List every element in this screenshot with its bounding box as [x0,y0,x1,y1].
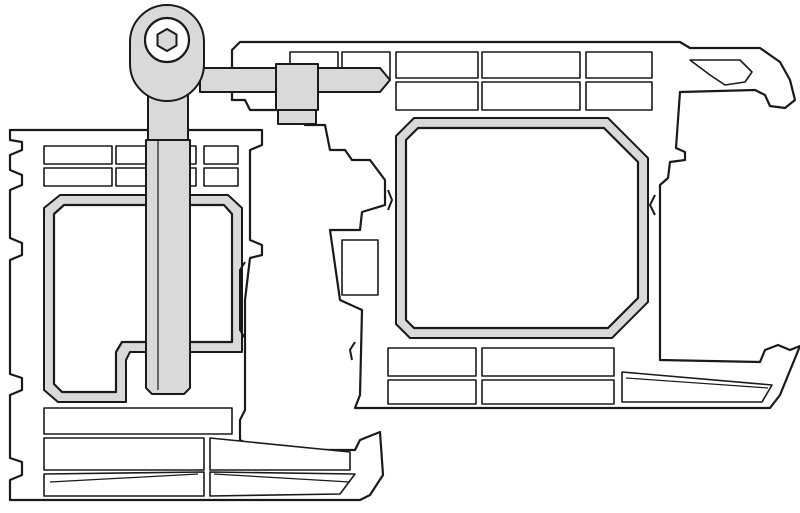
hatch-line [625,377,769,389]
gaskets [239,189,656,361]
gasket [648,194,656,216]
sash-chamber [395,81,479,111]
sash-lip [689,59,753,86]
hinge-clamp [275,63,319,111]
frame-chamber [209,437,351,471]
sash-chamber [341,239,379,296]
frame-chamber [203,145,239,165]
sash-chamber [481,379,615,405]
sash-chamber [387,347,477,377]
frame-chamber [43,407,233,435]
sash-steel-core [404,126,640,330]
sash-chamber [387,379,477,405]
gasket [348,341,356,361]
frame-chamber [43,167,113,187]
hatch-line [49,473,199,483]
frame-chamber [43,437,205,471]
sash-chamber [585,81,653,111]
hinge-arm [145,139,191,395]
gasket [239,261,246,339]
sash-chamber [621,371,773,403]
sash-chamber [481,81,581,111]
sash-steel-reinforcement [395,117,649,339]
frame-chamber [203,167,239,187]
hatch-line [213,473,351,483]
frame-chamber [43,145,113,165]
hinge-clamp-foot [277,109,317,125]
sash-chamber [395,51,479,79]
sash-chamber [481,347,615,377]
gasket [387,189,394,211]
sash-chamber [481,51,581,79]
hinge [129,4,391,395]
frame-chamber [43,471,205,497]
hex-socket-icon [156,28,178,52]
frame-chamber [209,471,356,497]
sash-chamber [585,51,653,79]
